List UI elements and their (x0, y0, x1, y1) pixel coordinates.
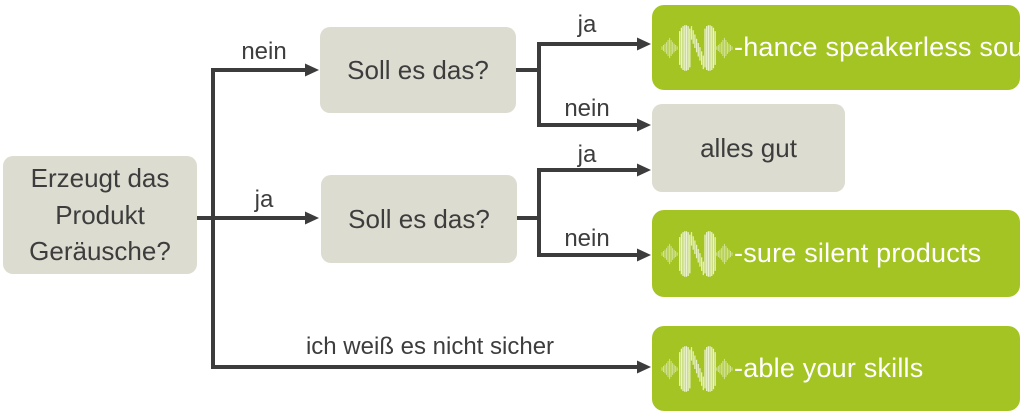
n-waveform-logo-icon (661, 227, 733, 281)
edge-label-top-nein: nein (564, 95, 610, 122)
edge-label-nein-top: nein (241, 38, 287, 65)
edge-label-ja-mid: ja (254, 186, 274, 213)
question-line: Erzeugt das (30, 162, 170, 193)
node-question-mid: Soll es das? (321, 175, 517, 263)
node-result-enhance: -hance speakerless sound (652, 5, 1024, 90)
arrowheads (305, 37, 651, 374)
result-label: -able your skills (734, 353, 924, 383)
n-waveform-logo-icon (661, 21, 733, 75)
edge-label-unsure-bottom: ich weiß es nicht sicher (305, 333, 555, 360)
edge-label-mid-nein: nein (564, 225, 610, 252)
result-label: -sure silent products (734, 238, 982, 268)
edge-label-mid-ja: ja (577, 141, 597, 168)
node-result-enable: -able your skills (652, 326, 1020, 411)
node-main-question: Erzeugt das Produkt Geräusche? (3, 156, 197, 274)
result-label: -hance speakerless sound (734, 32, 1024, 62)
n-waveform-logo-icon (661, 342, 733, 396)
node-question-top: Soll es das? (320, 27, 516, 113)
node-alles-gut: alles gut (652, 104, 845, 192)
question-line: Geräusche? (29, 236, 171, 267)
node-result-ensure: -sure silent products (652, 210, 1020, 297)
question-line: Produkt (55, 199, 145, 230)
edge-label-top-ja: ja (577, 11, 597, 38)
